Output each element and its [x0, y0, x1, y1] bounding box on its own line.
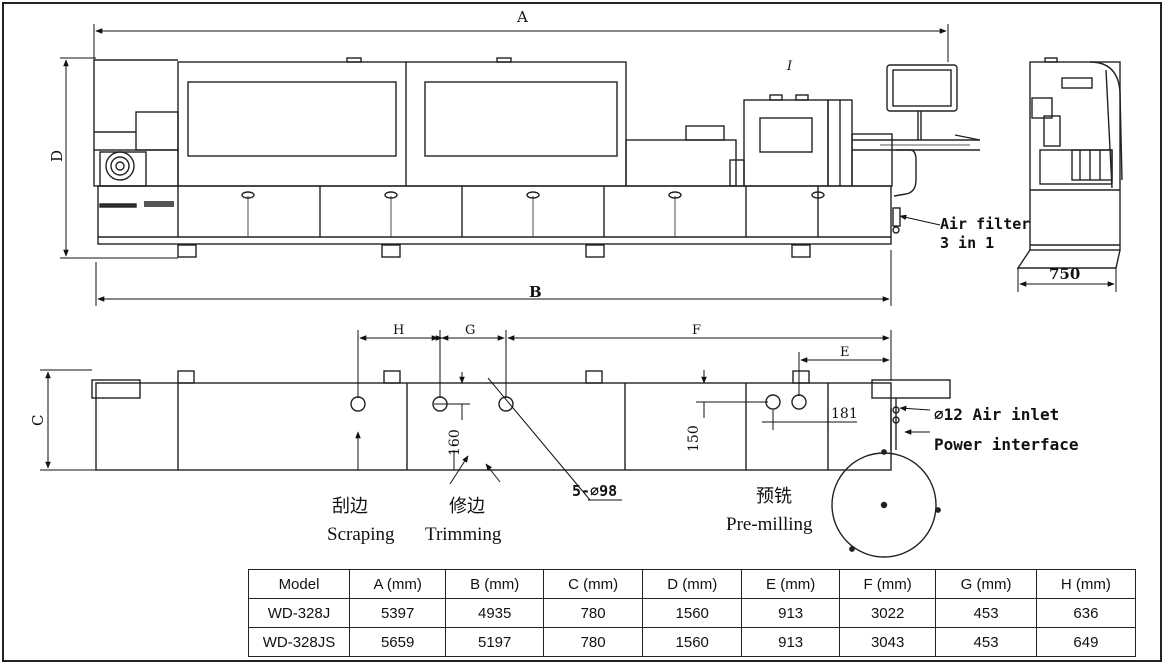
dim-750-label: 750 — [1049, 265, 1080, 283]
plan-view — [91, 370, 951, 558]
dim-g-label: G — [465, 323, 475, 338]
scraping-en-label: Scraping — [327, 524, 395, 545]
drawing-frame — [2, 2, 1162, 662]
side-view — [1016, 57, 1123, 269]
table-cell: 649 — [1035, 627, 1137, 657]
header-cell: B (mm) — [445, 569, 545, 599]
table-cell: 1560 — [642, 598, 743, 628]
table-cell: 5197 — [445, 627, 545, 657]
header-cell: C (mm) — [543, 569, 644, 599]
premill-cn-label: 预铣 — [756, 486, 792, 507]
dim-e-label: E — [840, 345, 850, 360]
dim-181-label: 181 — [831, 406, 858, 422]
header-cell: Model — [248, 569, 350, 599]
dim-150-label: 150 — [686, 425, 702, 452]
table-cell: 5659 — [348, 627, 447, 657]
header-cell: E (mm) — [741, 569, 840, 599]
table-row: WD-328J 5397 4935 780 1560 913 3022 453 … — [248, 598, 1137, 628]
dimension-lines — [40, 24, 1117, 501]
table-cell: 5397 — [348, 598, 447, 628]
dim-b-label: B — [529, 283, 542, 301]
dim-c-label: C — [29, 415, 47, 426]
header-cell: H (mm) — [1035, 569, 1137, 599]
table-cell: 3043 — [838, 627, 937, 657]
scraping-cn-label: 刮边 — [332, 496, 368, 517]
header-cell: D (mm) — [642, 569, 743, 599]
air-filter-sub-label: 3 in 1 — [940, 234, 994, 252]
table-cell: 453 — [935, 627, 1037, 657]
dim-h-label: H — [393, 323, 404, 338]
front-view — [93, 57, 981, 258]
table-cell: 1560 — [642, 627, 743, 657]
table-cell: 453 — [935, 598, 1037, 628]
air-inlet-label: ⌀12 Air inlet — [934, 405, 1059, 424]
air-filter-label: Air filter — [940, 215, 1030, 233]
header-cell: A (mm) — [348, 569, 447, 599]
trimming-cn-label: 修边 — [449, 496, 485, 517]
spec-table: Model A (mm) B (mm) C (mm) D (mm) E (mm)… — [248, 569, 1137, 657]
header-cell: F (mm) — [838, 569, 937, 599]
dim-f-label: F — [692, 323, 701, 338]
mark-i-label: I — [786, 59, 793, 74]
table-cell: 4935 — [445, 598, 545, 628]
premill-en-label: Pre-milling — [726, 514, 813, 535]
table-cell: 913 — [741, 598, 840, 628]
dim-a-label: A — [516, 8, 528, 26]
table-cell: 780 — [543, 598, 644, 628]
table-cell: 3022 — [838, 598, 937, 628]
table-cell: 636 — [1035, 598, 1137, 628]
dim-160-label: 160 — [447, 429, 463, 456]
table-cell: WD-328J — [248, 598, 350, 628]
header-cell: G (mm) — [935, 569, 1037, 599]
table-row: WD-328JS 5659 5197 780 1560 913 3043 453… — [248, 627, 1137, 657]
dim-d-label: D — [48, 150, 66, 162]
spec-header-row: Model A (mm) B (mm) C (mm) D (mm) E (mm)… — [248, 569, 1137, 599]
trimming-en-label: Trimming — [425, 524, 502, 545]
table-cell: 780 — [543, 627, 644, 657]
table-cell: 913 — [741, 627, 840, 657]
table-cell: WD-328JS — [248, 627, 350, 657]
power-interface-label: Power interface — [934, 435, 1079, 454]
holes-label: 5-⌀98 — [572, 482, 617, 500]
